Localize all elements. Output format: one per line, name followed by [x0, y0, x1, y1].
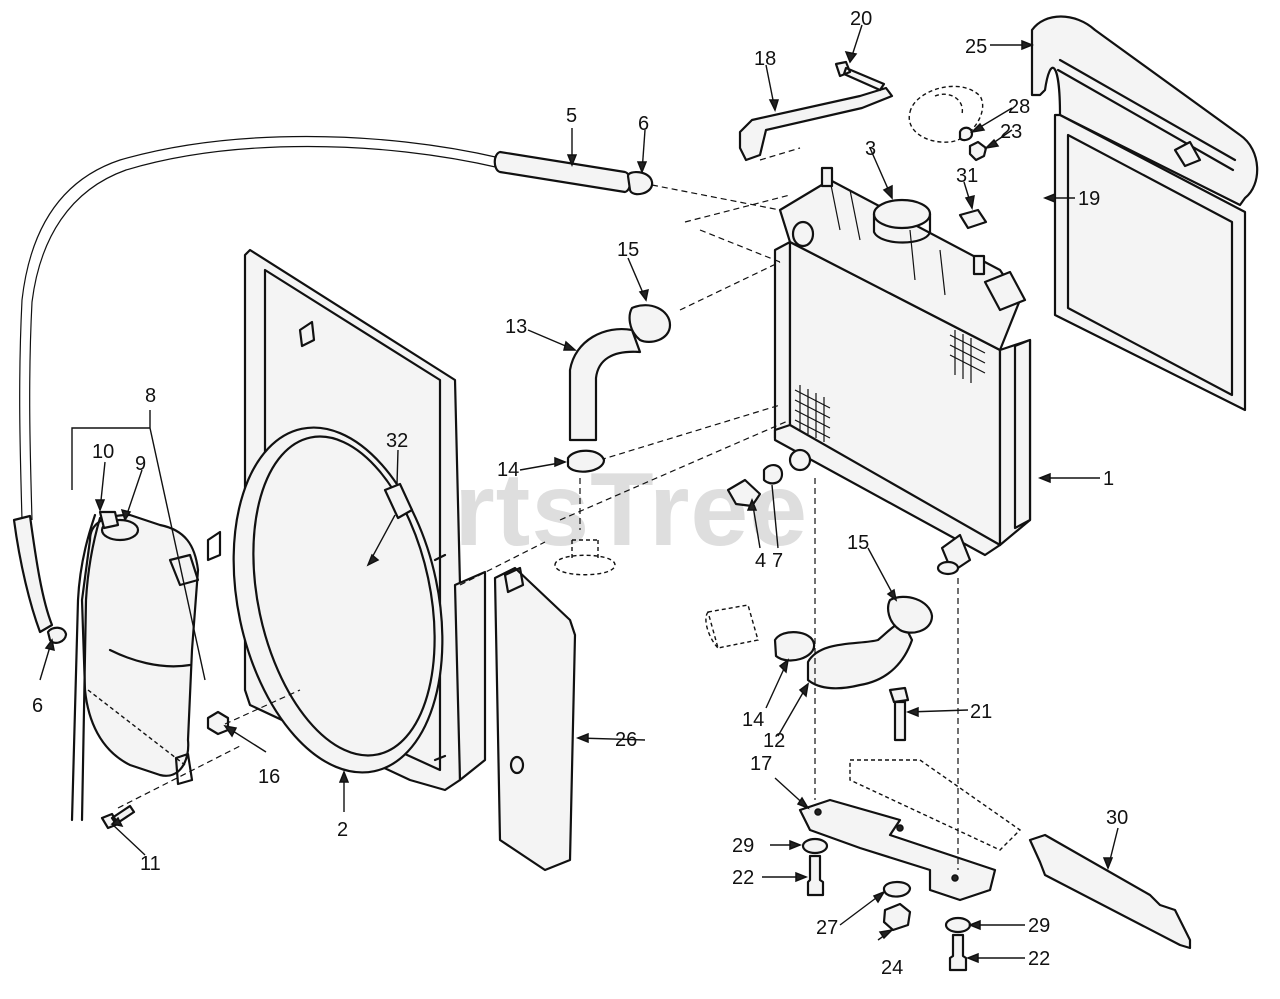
nut-24[interactable]	[882, 902, 912, 932]
callout-11: 11	[140, 853, 161, 875]
callout-22-right: 22	[1028, 948, 1050, 970]
bolt-22-right[interactable]	[948, 933, 968, 972]
hose-clamp-6-top[interactable]	[626, 170, 654, 196]
shroud-side-seal[interactable]	[453, 570, 487, 782]
mounting-plate-17[interactable]	[798, 798, 997, 902]
callout-6-top: 6	[638, 113, 649, 135]
hose-clamp-15-upper[interactable]	[628, 304, 672, 343]
callout-22-left: 22	[732, 867, 754, 889]
callout-9: 9	[135, 453, 146, 475]
hose-clamp-14-upper[interactable]	[566, 449, 606, 473]
radiator-cap[interactable]	[872, 198, 932, 230]
bracket-18[interactable]	[738, 86, 894, 162]
callout-21: 21	[970, 701, 992, 723]
callout-2: 2	[337, 819, 348, 841]
callout-17: 17	[750, 753, 772, 775]
callout-3: 3	[865, 138, 876, 160]
callout-15-upper: 15	[617, 239, 639, 261]
callout-32: 32	[386, 430, 408, 452]
callout-14-upper: 14	[497, 459, 519, 481]
callout-13: 13	[505, 316, 527, 338]
callout-23: 23	[1000, 121, 1022, 143]
washer-27[interactable]	[882, 880, 912, 898]
callout-18: 18	[754, 48, 776, 70]
callout-24: 24	[881, 957, 903, 979]
upper-hose-13[interactable]	[568, 327, 642, 442]
callout-20: 20	[850, 8, 872, 30]
callout-10: 10	[92, 441, 114, 463]
coolant-reservoir[interactable]	[80, 513, 200, 786]
fan-shroud[interactable]	[204, 248, 472, 792]
callout-1: 1	[1103, 468, 1114, 490]
callout-12: 12	[763, 730, 785, 752]
callout-26: 26	[615, 729, 637, 751]
thermostat-dashed	[705, 604, 759, 649]
radiator[interactable]	[773, 166, 1032, 576]
callout-29-left: 29	[732, 835, 754, 857]
callout-labels: 1 2 3 4 5 6 6 7 8 9 10 11 12 13 14 14 15…	[32, 8, 1128, 979]
nut-16[interactable]	[206, 710, 230, 736]
screen-19[interactable]	[1053, 113, 1247, 412]
washer-29-right[interactable]	[944, 916, 972, 934]
grille-guard-25[interactable]	[1030, 15, 1259, 207]
callout-19: 19	[1078, 188, 1100, 210]
callout-30: 30	[1106, 807, 1128, 829]
callout-arrowheads	[44, 39, 1114, 964]
callout-5: 5	[566, 105, 577, 127]
bolt-21[interactable]	[888, 686, 910, 742]
overflow-tube[interactable]	[19, 135, 501, 521]
callout-6-lower: 6	[32, 695, 43, 717]
nut-23[interactable]	[968, 140, 988, 162]
callout-16: 16	[258, 766, 280, 788]
washer-29-left[interactable]	[801, 837, 829, 855]
bracket-32[interactable]	[383, 482, 414, 520]
hose-clamp-14-lower[interactable]	[773, 631, 816, 662]
callout-31: 31	[956, 165, 978, 187]
callout-4: 4	[755, 550, 766, 572]
hose-clamp-15-lower[interactable]	[887, 595, 934, 634]
callout-28: 28	[1008, 96, 1030, 118]
callout-29-right: 29	[1028, 915, 1050, 937]
lower-hose-12[interactable]	[806, 622, 914, 690]
washer-28[interactable]	[958, 126, 974, 142]
fitting-dashed	[554, 539, 616, 576]
decal-31	[958, 208, 988, 230]
callout-7: 7	[772, 550, 783, 572]
callout-15-lower: 15	[847, 532, 869, 554]
tube-lower-end[interactable]	[12, 514, 54, 634]
vent-tube-10[interactable]	[70, 513, 102, 822]
washer-7[interactable]	[762, 464, 784, 485]
bolt-22-left[interactable]	[806, 854, 825, 897]
side-panel-26[interactable]	[493, 566, 577, 872]
callout-27: 27	[816, 917, 838, 939]
callout-8: 8	[145, 385, 156, 407]
bolt-20[interactable]	[834, 60, 886, 92]
baffle-30[interactable]	[1028, 833, 1192, 950]
callout-25: 25	[965, 36, 987, 58]
callout-14-lower: 14	[742, 709, 764, 731]
overflow-hose-5[interactable]	[493, 150, 632, 194]
